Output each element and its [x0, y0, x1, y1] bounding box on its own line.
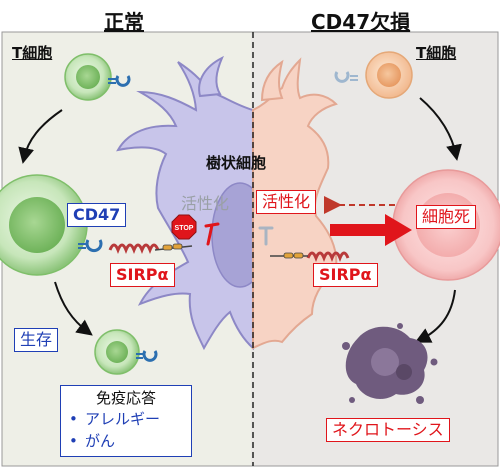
t-cell-top-left-nucleus: [76, 65, 100, 89]
activation-label-right: 活性化: [256, 190, 317, 214]
antigen-icon: [334, 71, 350, 83]
immune-response-heading: 免疫応答: [95, 389, 156, 407]
arrow-big-to-bottom: [54, 281, 93, 336]
stop-sign-text: STOP: [175, 225, 194, 232]
arrow-right-big-to-necrosis: [414, 289, 456, 343]
activation-label-left: 活性化: [181, 194, 230, 213]
immune-item-cancer: がん: [85, 432, 116, 450]
sirpa-coil-right: [306, 251, 350, 263]
immune-response-item: • アレルギー: [69, 408, 183, 430]
bullet: •: [69, 432, 78, 450]
thick-arrow-to-death: [330, 214, 412, 246]
t-cell-top-right-nucleus: [377, 63, 401, 87]
bullet: •: [69, 410, 78, 428]
arrow-top-to-big: [18, 109, 63, 164]
antigen-icon: [115, 75, 131, 87]
cell-death-label: 細胞死: [416, 205, 477, 229]
necrotic-cell-debris: [342, 323, 438, 404]
sirpa-label-right: SIRPα: [313, 263, 378, 287]
sirpa-segments-right: [283, 252, 304, 259]
t-cell-big-left-nucleus: [9, 197, 65, 253]
antigen-icon: [85, 239, 103, 253]
dendritic-cell-label: 樹状細胞: [206, 154, 267, 172]
arrow-right-top-to-big: [419, 97, 462, 161]
cd47-label: CD47: [67, 203, 127, 227]
necroptosis-label: ネクロトーシス: [326, 418, 450, 442]
receptor-icon: [108, 78, 116, 84]
immune-response-box: 免疫応答 • アレルギー • がん: [60, 385, 192, 457]
t-cell-label-left: T細胞: [12, 44, 53, 62]
receptor-icon: [350, 75, 358, 81]
dendrite-right-top: [260, 59, 284, 102]
dendrite-left-top: [198, 55, 224, 98]
antigen-icon: [142, 350, 158, 362]
t-cell-bottom-left-nucleus: [106, 341, 128, 363]
dendritic-cell-left: [116, 61, 254, 351]
t-cell-label-right: T細胞: [416, 44, 457, 62]
inactive-marker-icon: [258, 226, 274, 246]
inhibition-icon: [204, 222, 220, 246]
immune-response-item: • がん: [69, 430, 183, 452]
cd47-sirpa-coil-left: [108, 243, 160, 255]
receptor-icon: [136, 353, 143, 359]
sirpa-segments-left: [162, 243, 183, 251]
survival-label: 生存: [14, 328, 59, 352]
stop-sign-icon: [171, 214, 197, 240]
sirpa-label-left: SIRPα: [110, 263, 175, 287]
right-panel-title: CD47欠損: [311, 10, 411, 34]
left-panel-title: 正常: [104, 10, 144, 34]
receptor-icon: [78, 243, 86, 249]
immune-item-allergy: アレルギー: [85, 410, 161, 428]
